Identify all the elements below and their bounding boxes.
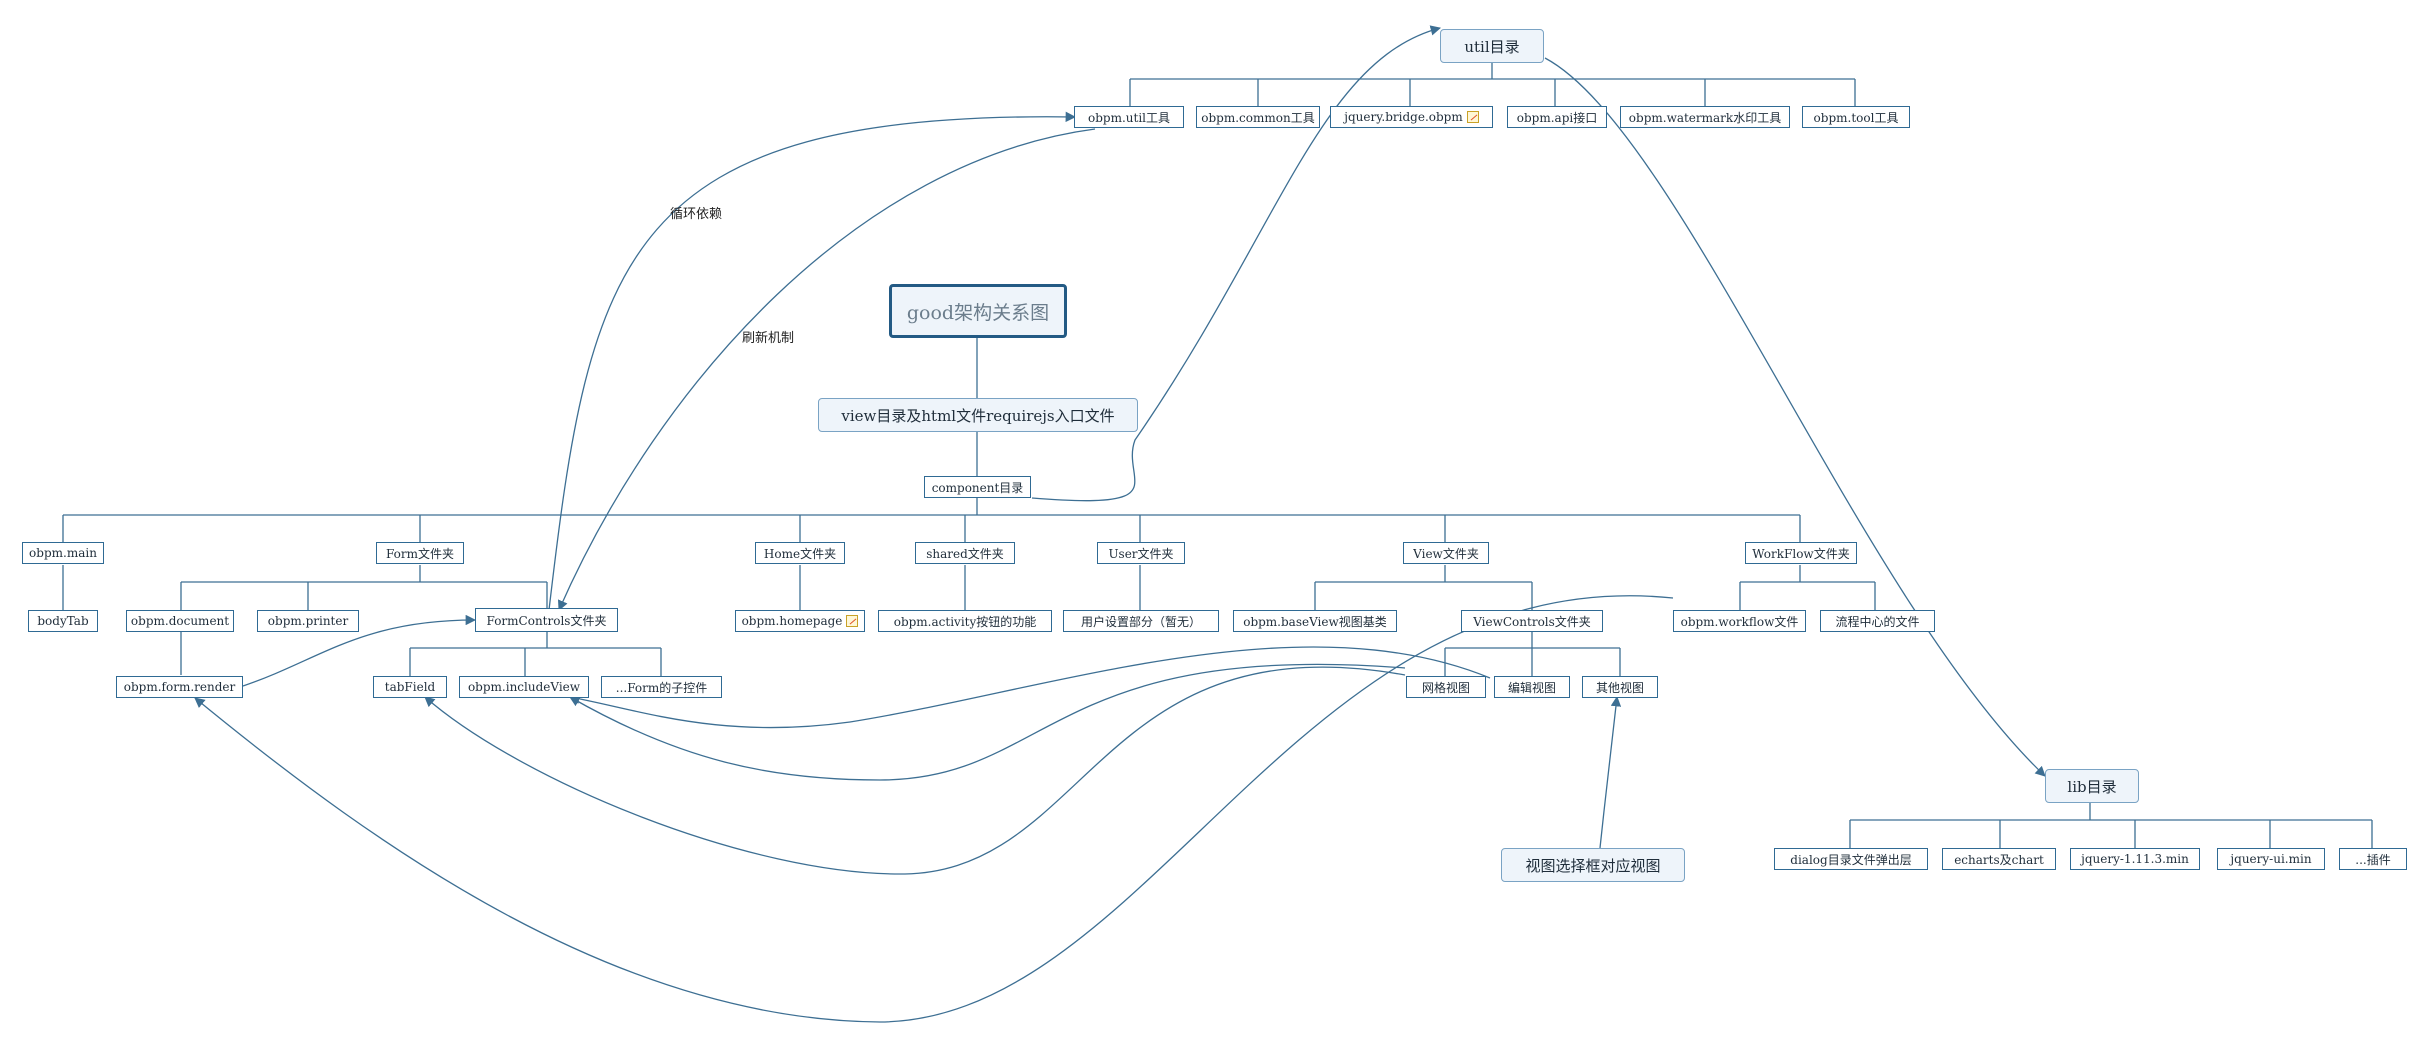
arrow-render-to-controls <box>242 614 477 687</box>
obpm-form-render-node[interactable]: obpm.form.render <box>116 676 243 698</box>
lib-node[interactable]: lib目录 <box>2045 769 2139 803</box>
form-sub-controls-node[interactable]: ...Form的子控件 <box>601 676 722 698</box>
tree-line <box>62 498 1801 542</box>
arrow-edit-to-includeview <box>568 646 1491 729</box>
obpm-homepage-label: obpm.homepage <box>741 614 843 628</box>
tab-field-node[interactable]: tabField <box>373 676 447 698</box>
jquery-bridge-node[interactable]: jquery.bridge.obpm <box>1330 106 1493 128</box>
obpm-main-node[interactable]: obpm.main <box>22 542 104 564</box>
arrow-refresh <box>558 128 1096 611</box>
obpm-base-view-node[interactable]: obpm.baseView视图基类 <box>1233 610 1397 632</box>
tree-line <box>1444 632 1621 676</box>
tree-line <box>1129 62 1856 106</box>
refresh-mechanism-label: 刷新机制 <box>742 331 795 346</box>
arrow-circular <box>548 111 1077 611</box>
echarts-node[interactable]: echarts及chart <box>1942 848 2056 870</box>
tree-line <box>1314 565 1533 610</box>
note-icon[interactable] <box>846 615 859 627</box>
obpm-common-node[interactable]: obpm.common工具 <box>1196 106 1320 128</box>
jquery-bridge-label: jquery.bridge.obpm <box>1344 110 1463 124</box>
obpm-activity-node[interactable]: obpm.activity按钮的功能 <box>878 610 1052 632</box>
plugins-node[interactable]: ...插件 <box>2339 848 2407 870</box>
arrow-select-to-other <box>1599 695 1622 849</box>
user-folder-node[interactable]: User文件夹 <box>1097 542 1185 564</box>
dialog-node[interactable]: dialog目录文件弹出层 <box>1774 848 1928 870</box>
view-select-node[interactable]: 视图选择框对应视图 <box>1501 848 1685 882</box>
obpm-watermark-node[interactable]: obpm.watermark水印工具 <box>1620 106 1790 128</box>
arrow-grid-to-includeview <box>569 663 1406 781</box>
body-tab-node[interactable]: bodyTab <box>28 610 98 632</box>
obpm-util-node[interactable]: obpm.util工具 <box>1074 106 1184 128</box>
tree-line <box>1849 803 2373 848</box>
arrow-workflow-to-render <box>194 595 1674 1023</box>
obpm-workflow-node[interactable]: obpm.workflow文件 <box>1673 610 1806 632</box>
flow-center-node[interactable]: 流程中心的文件 <box>1820 610 1935 632</box>
workflow-folder-node[interactable]: WorkFlow文件夹 <box>1745 542 1857 564</box>
tree-line <box>180 565 548 610</box>
other-view-node[interactable]: 其他视图 <box>1582 676 1658 698</box>
arrow-component-to-util <box>1031 25 1442 502</box>
view-folder-node[interactable]: View文件夹 <box>1403 542 1489 564</box>
view-entry-node[interactable]: view目录及html文件requirejs入口文件 <box>818 398 1138 432</box>
obpm-document-node[interactable]: obpm.document <box>126 610 234 632</box>
arrow-grid-to-tabfield <box>424 666 1406 875</box>
obpm-include-view-node[interactable]: obpm.includeView <box>459 676 589 698</box>
obpm-homepage-node[interactable]: obpm.homepage <box>735 610 865 632</box>
jquery-node[interactable]: jquery-1.11.3.min <box>2070 848 2200 870</box>
user-settings-node[interactable]: 用户设置部分（暂无） <box>1063 610 1219 632</box>
form-folder-node[interactable]: Form文件夹 <box>376 542 464 564</box>
home-folder-node[interactable]: Home文件夹 <box>755 542 845 564</box>
circular-dependency-label: 循环依赖 <box>670 207 723 222</box>
obpm-tool-node[interactable]: obpm.tool工具 <box>1802 106 1910 128</box>
edit-view-node[interactable]: 编辑视图 <box>1494 676 1570 698</box>
form-controls-node[interactable]: FormControls文件夹 <box>475 608 618 632</box>
jquery-ui-node[interactable]: jquery-ui.min <box>2217 848 2325 870</box>
tree-line <box>1739 565 1876 610</box>
obpm-api-node[interactable]: obpm.api接口 <box>1507 106 1607 128</box>
note-icon[interactable] <box>1466 111 1479 123</box>
tree-line <box>409 632 662 676</box>
component-node[interactable]: component目录 <box>924 476 1031 498</box>
util-node[interactable]: util目录 <box>1440 29 1544 63</box>
obpm-printer-node[interactable]: obpm.printer <box>257 610 359 632</box>
view-controls-node[interactable]: ViewControls文件夹 <box>1461 610 1603 632</box>
root-node[interactable]: good架构关系图 <box>889 284 1067 338</box>
shared-folder-node[interactable]: shared文件夹 <box>915 542 1015 564</box>
grid-view-node[interactable]: 网格视图 <box>1406 676 1486 698</box>
